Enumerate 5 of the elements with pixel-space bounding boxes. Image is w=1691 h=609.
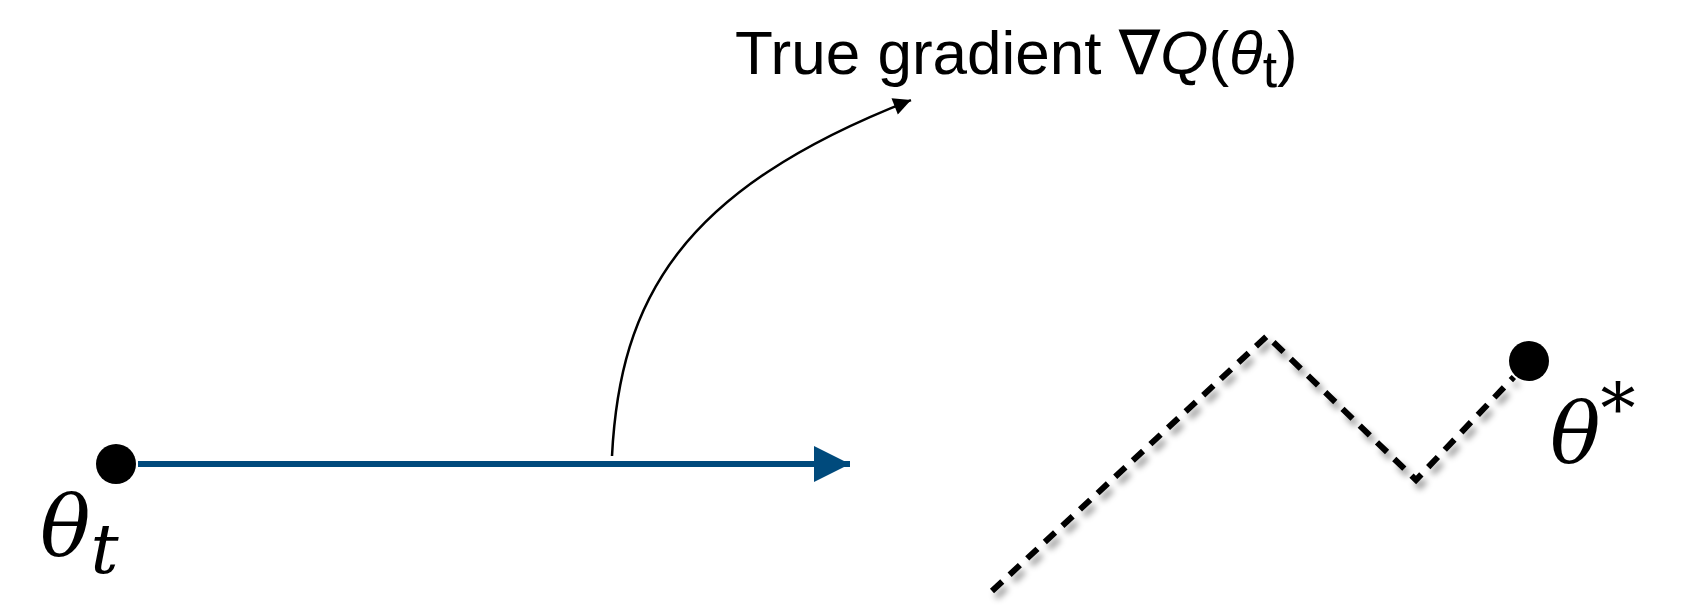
arrow [138, 446, 850, 482]
leader-line [610, 98, 912, 457]
annotation-text: True gradient ∇Q(θ$_{t}$) [735, 22, 1298, 97]
theta-t-label: θ$_{t}$ [40, 484, 119, 584]
theta-star-label: θ$^{*}$ [1550, 374, 1636, 475]
